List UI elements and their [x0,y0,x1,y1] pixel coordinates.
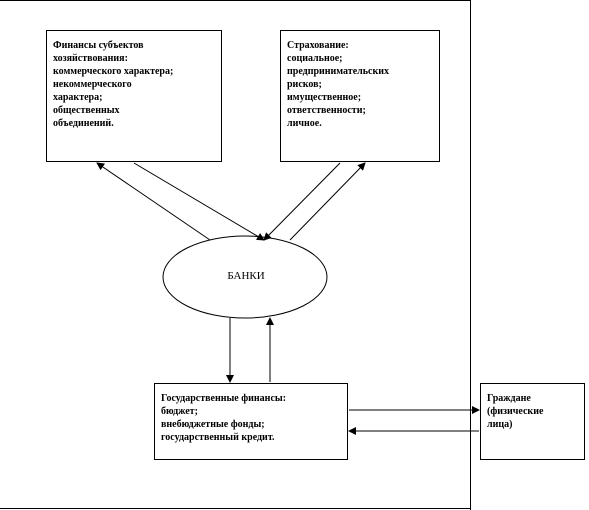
insurance-line: личное. [287,118,322,129]
finance-subjects-box: Финансы субъектов хозяйствования: коммер… [46,30,222,162]
insurance-line: Страхование: [287,40,349,51]
citizens-box: Граждане (физические лица) [480,383,585,460]
citizens-line: (физические [487,406,544,417]
frame-bottom-border [0,508,471,509]
insurance-line: социальное; [287,53,343,64]
finance-line: хозяйствования: [53,53,128,64]
state-line: Государственные финансы: [161,393,287,404]
insurance-line: рисков; [287,79,322,90]
outer-frame [470,0,471,510]
insurance-box: Страхование: социальное; предприниматель… [280,30,440,162]
state-line: внебюджетные фонды; [161,419,265,430]
finance-line: коммерческого характера; [53,66,174,77]
finance-line: объединений. [53,118,114,129]
finance-line: характера; [53,92,103,103]
bank-label: БАНКИ [227,270,265,282]
insurance-line: имущественное; [287,92,362,103]
finance-line: некоммерческого [53,79,132,90]
state-finance-box: Государственные финансы: бюджет; внебюдж… [154,383,348,460]
insurance-line: ответственности; [287,105,366,116]
insurance-line: предпринимательских [287,66,389,77]
state-line: государственный кредит. [161,432,275,443]
finance-line: Финансы субъектов [53,40,144,51]
citizens-line: Граждане [487,393,531,404]
citizens-line: лица) [487,419,513,430]
frame-top-border [0,0,471,1]
state-line: бюджет; [161,406,198,417]
finance-line: общественных [53,105,120,116]
